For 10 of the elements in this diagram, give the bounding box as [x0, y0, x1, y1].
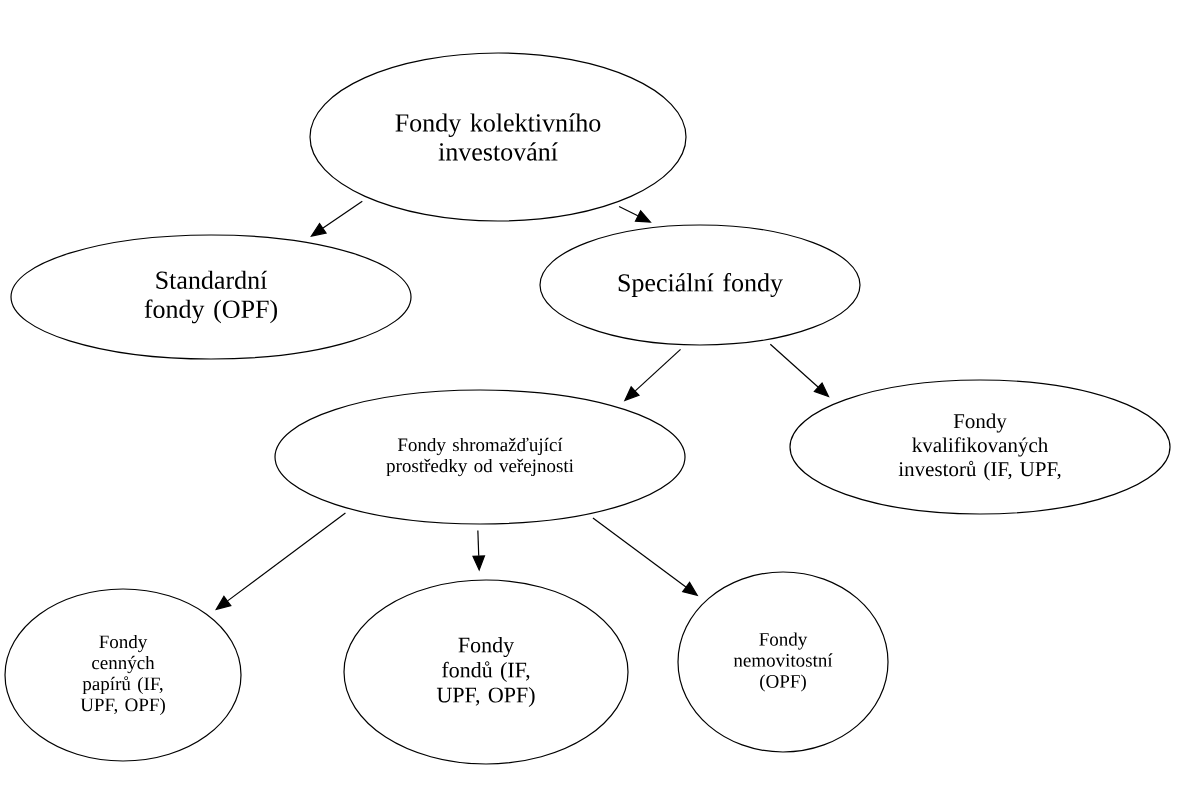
ellipse-node: Fondy fondů (IF, UPF, OPF) [343, 579, 629, 765]
arrow [769, 343, 830, 398]
ellipse-node: Standardní fondy (OPF) [10, 234, 412, 360]
arrow [310, 200, 363, 237]
ellipse-node: Fondy kvalifikovaných investorů (IF, UPF, [789, 379, 1171, 515]
ellipse-node: Fondy shromažďující prostředky od veřejnosti [274, 389, 686, 525]
ellipse-node: Fondy kolektivního investování [309, 52, 687, 222]
ellipse-node: Fondy nemovitostní (OPF) [677, 571, 889, 753]
ellipse-node: Fondy cenných papírů (IF, UPF, OPF) [4, 588, 242, 762]
ellipse-node: Speciální fondy [539, 224, 861, 346]
